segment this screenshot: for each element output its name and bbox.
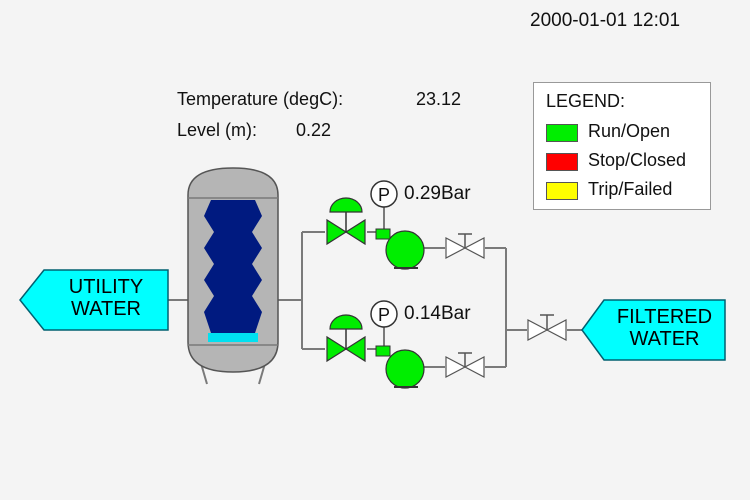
filtered-water-line2: WATER	[629, 328, 700, 350]
temperature-label: Temperature (degC):	[177, 89, 344, 109]
temperature-value: 23.12	[416, 89, 462, 109]
filter-tank[interactable]	[187, 167, 279, 385]
pump-1[interactable]	[375, 228, 425, 270]
utility-water-line2: WATER	[71, 298, 141, 320]
outlet-valve[interactable]	[527, 314, 567, 341]
gauge-letter-2: P	[378, 305, 390, 325]
legend-swatch-red	[546, 153, 578, 171]
legend-label-stop-closed: Stop/Closed	[588, 150, 687, 170]
hand-valve-1[interactable]	[445, 233, 485, 259]
legend: LEGEND: Run/Open Stop/Closed Trip/Failed	[533, 82, 711, 210]
legend-label-trip-failed: Trip/Failed	[588, 179, 673, 199]
control-valve-1[interactable]	[326, 197, 366, 246]
utility-water-label: UTILITY WATER	[44, 276, 168, 320]
level-value: 0.22	[296, 120, 332, 140]
filter-media	[204, 200, 262, 333]
pump-2-pressure: 0.14Bar	[404, 303, 471, 324]
pump-1-pressure: 0.29Bar	[404, 183, 471, 204]
control-valve-2[interactable]	[326, 314, 366, 363]
gauge-letter-1: P	[378, 185, 390, 205]
legend-title: LEGEND:	[546, 91, 626, 111]
timestamp: 2000-01-01 12:01	[530, 10, 681, 31]
utility-water-callout	[19, 269, 169, 331]
filtered-water-label: FILTERED WATER	[604, 306, 725, 350]
pressure-gauge-2: P	[370, 300, 398, 328]
level-label: Level (m):	[177, 120, 258, 140]
tank-water-level	[208, 333, 258, 342]
utility-water-line1: UTILITY	[68, 276, 144, 298]
pump-2[interactable]	[375, 345, 425, 389]
filtered-water-line1: FILTERED	[616, 306, 713, 328]
hand-valve-2[interactable]	[445, 352, 485, 378]
filtered-water-callout	[581, 299, 726, 361]
legend-swatch-yellow	[546, 182, 578, 200]
legend-swatch-green	[546, 124, 578, 142]
legend-label-run-open: Run/Open	[588, 121, 671, 141]
pressure-gauge-1: P	[370, 180, 398, 208]
